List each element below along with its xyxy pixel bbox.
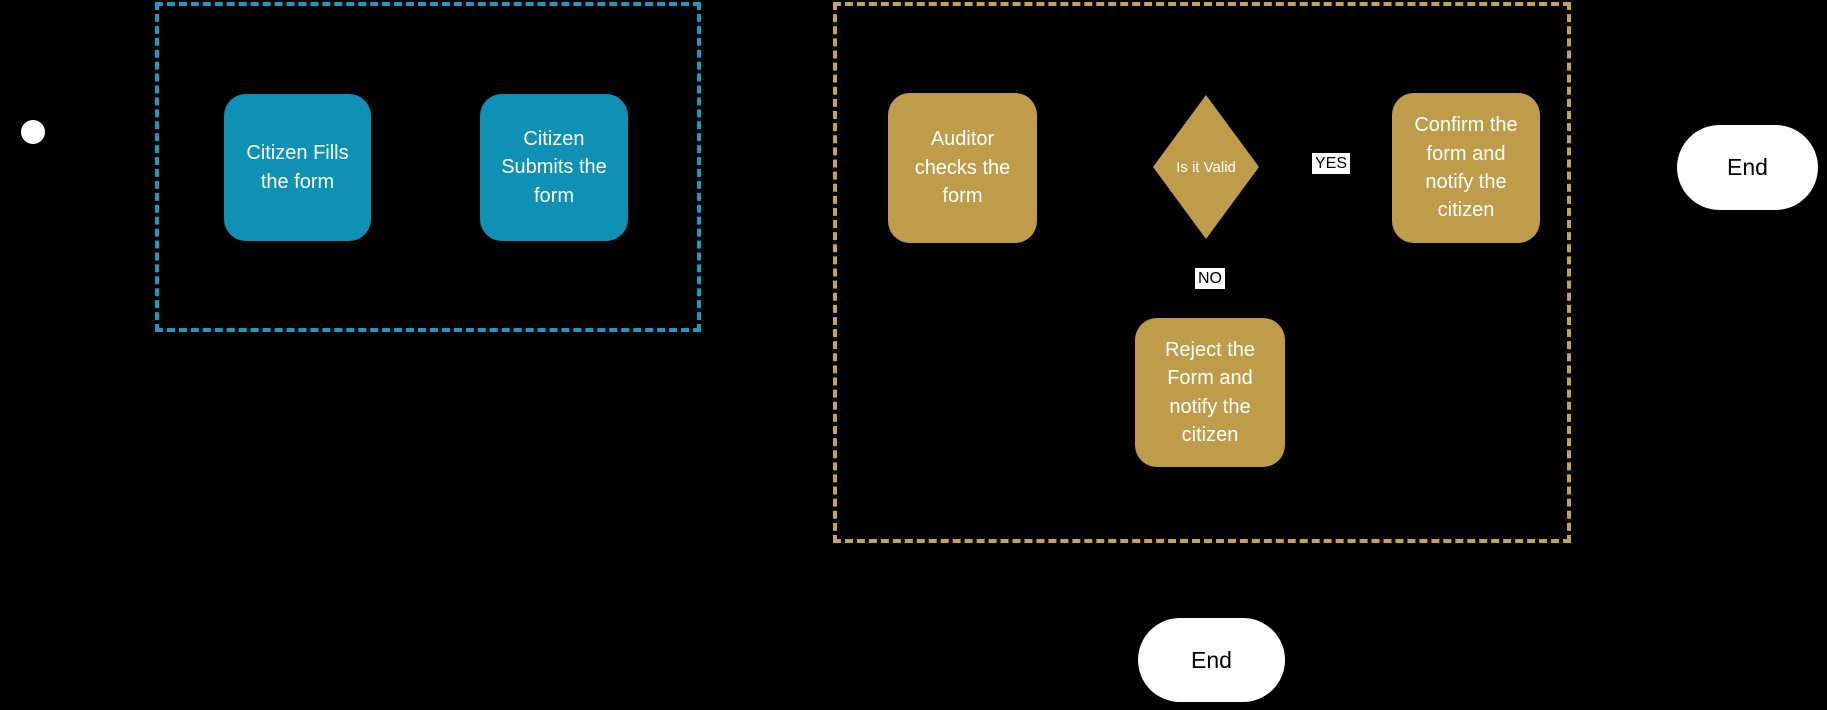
node-confirm-form-notify-citizen: Confirm the form and notify the citizen bbox=[1392, 93, 1540, 243]
node-reject-form-notify-citizen: Reject the Form and notify the citizen bbox=[1135, 318, 1285, 467]
node-citizen-fills-form: Citizen Fills the form bbox=[224, 94, 371, 241]
auditor-subgraph bbox=[833, 2, 1571, 543]
node-citizen-submits-form: Citizen Submits the form bbox=[480, 94, 628, 241]
end-node-main: End bbox=[1677, 125, 1818, 210]
end-node-reject: End bbox=[1138, 618, 1285, 702]
citizen-subgraph bbox=[155, 2, 701, 332]
edge-label-yes: YES bbox=[1312, 153, 1351, 175]
edge-label-no: NO bbox=[1195, 268, 1225, 290]
node-auditor-checks-form: Auditor checks the form bbox=[888, 93, 1037, 243]
start-node-circle bbox=[21, 120, 45, 144]
